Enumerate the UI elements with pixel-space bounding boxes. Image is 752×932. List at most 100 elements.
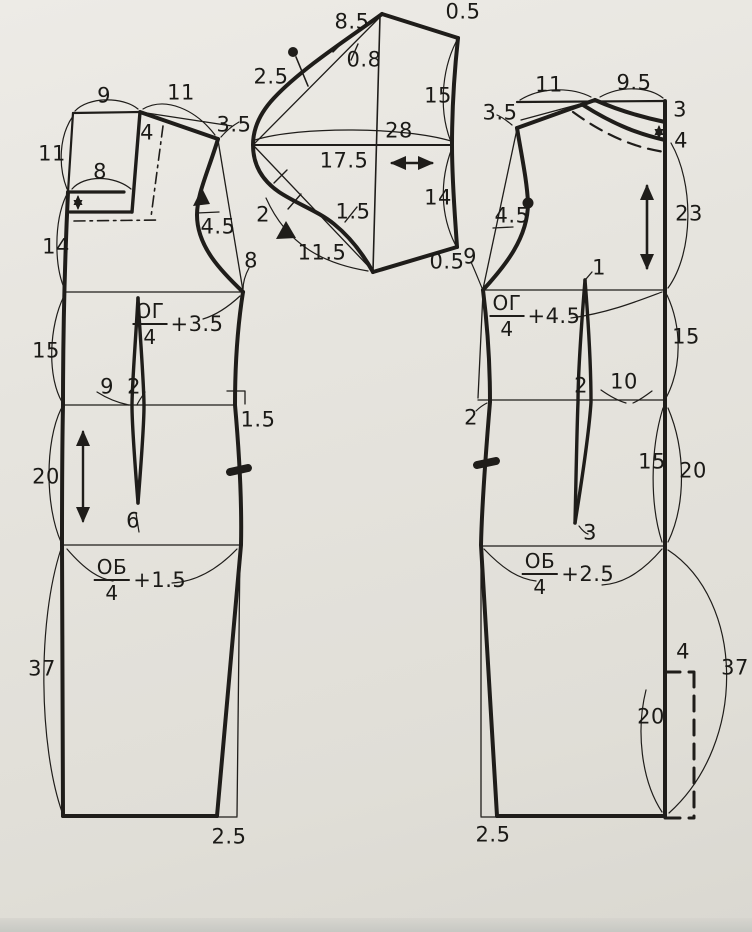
l-side-14-label: 14 (42, 234, 70, 259)
fraction-suffix: +3.5 (170, 311, 224, 336)
l-top-9-label: 9 (97, 83, 111, 108)
back-side-notch (226, 464, 252, 476)
front-dot-marker-icon (522, 197, 534, 209)
l-waist-9-label: 9 (100, 374, 114, 399)
leader-arc (60, 115, 74, 190)
r-waist-2-label: 2 (464, 405, 478, 430)
front-neckline-dashed (571, 110, 667, 154)
sleeve-bottom-edge (371, 245, 459, 274)
leader-arc (171, 548, 238, 584)
page-edge-shadow (0, 918, 752, 932)
front-armhole-chord (482, 128, 518, 290)
leader-arc (600, 389, 627, 404)
leader-arc (475, 402, 488, 412)
leader-arc (254, 129, 452, 142)
back-yoke-left-line (66, 111, 75, 194)
l-yoke-4-label: 4 (140, 120, 154, 145)
leader-arc (48, 408, 62, 543)
fraction-denominator: 4 (105, 581, 119, 605)
fraction-numerator: ОГ (132, 301, 168, 325)
leader-arc (442, 147, 456, 245)
sleeve-notch-triangle-icon (276, 221, 296, 239)
r-side-20-label: 20 (679, 458, 707, 483)
sleeve-chord-lower (253, 145, 373, 271)
front-side-aux-upper (477, 291, 484, 399)
s-28-label: 28 (385, 118, 413, 143)
r-armhole-45-label: 4.5 (494, 203, 530, 228)
front-side-notch (473, 457, 500, 469)
l-dart-6-label: 6 (126, 508, 140, 533)
s-15-label: 15 (424, 83, 452, 108)
front-vent-dashed (663, 670, 696, 820)
back-waist-dart-right (136, 296, 146, 505)
back-piece (43, 99, 252, 818)
l-shoulder-35-label: 3.5 (216, 112, 252, 137)
leader-arc (570, 291, 663, 319)
leader-arc (71, 178, 132, 190)
r-hem-25-label: 2.5 (475, 822, 511, 847)
r-vent-4-label: 4 (676, 639, 690, 664)
front-waist-dart-right (573, 278, 593, 525)
leader-arc (632, 390, 653, 404)
leader-arc (56, 195, 67, 291)
sleeve-dot-stem (295, 56, 309, 87)
front-side-seam (479, 288, 499, 818)
fraction-suffix: +4.5 (527, 303, 581, 328)
back-armhole-chord (217, 139, 244, 292)
l-armhole-8-label: 8 (244, 248, 258, 273)
front-neckline-upper (593, 98, 667, 124)
leader-arc (202, 295, 241, 320)
fraction-denominator: 4 (500, 317, 514, 341)
r-cf-23-label: 23 (675, 201, 703, 226)
sleeve-tick (344, 206, 358, 223)
sleeve-chord-upper (253, 15, 382, 145)
leader-arc (585, 271, 593, 280)
back-dashdot-vertical (150, 125, 164, 218)
leader-arc (43, 548, 63, 813)
fraction-denominator: 4 (143, 325, 157, 349)
r-side-15-label: 15 (638, 449, 666, 474)
fraction-numerator: ОБ (521, 551, 559, 575)
leader-arc (640, 689, 663, 813)
s-115-label: 11.5 (297, 240, 347, 265)
fraction-denominator: 4 (533, 575, 547, 599)
fraction-suffix: +2.5 (561, 561, 615, 586)
r-side-37-label: 37 (721, 655, 749, 680)
leader-arc (142, 103, 216, 136)
back-center-edge (60, 190, 70, 818)
leader-arc (599, 88, 664, 99)
back-notch-triangle-icon (193, 188, 210, 206)
sleeve-top-edge (380, 12, 460, 40)
l-waist-2-label: 2 (127, 374, 141, 399)
leader-arc (265, 197, 369, 272)
leader-arc (519, 89, 592, 101)
l-side-20-label: 20 (32, 464, 60, 489)
l-side-37-label: 37 (28, 656, 56, 681)
back-waist-dart-left (130, 296, 140, 505)
leader-arc (601, 548, 663, 586)
l-hem-25-label: 2.5 (211, 824, 247, 849)
fraction-numerator: ОБ (93, 557, 131, 581)
sleeve-piece (251, 12, 460, 274)
sleeve-tick (350, 43, 359, 61)
s-2-label: 2 (256, 202, 270, 227)
back-yoke-inner-edge (130, 110, 142, 214)
s-85-label: 8.5 (334, 9, 370, 34)
sleeve-cap-curve (251, 12, 384, 274)
back-armhole-curve (195, 137, 245, 294)
sleeve-tick (287, 193, 302, 210)
sleeve-center-line (372, 15, 381, 272)
leader-arc (667, 142, 689, 289)
s-14-label: 14 (424, 185, 452, 210)
leader-arc (135, 512, 140, 533)
back-side-aux-line (236, 547, 241, 817)
sleeve-dot-marker-icon (288, 47, 298, 57)
sleeve-tick (273, 169, 288, 184)
